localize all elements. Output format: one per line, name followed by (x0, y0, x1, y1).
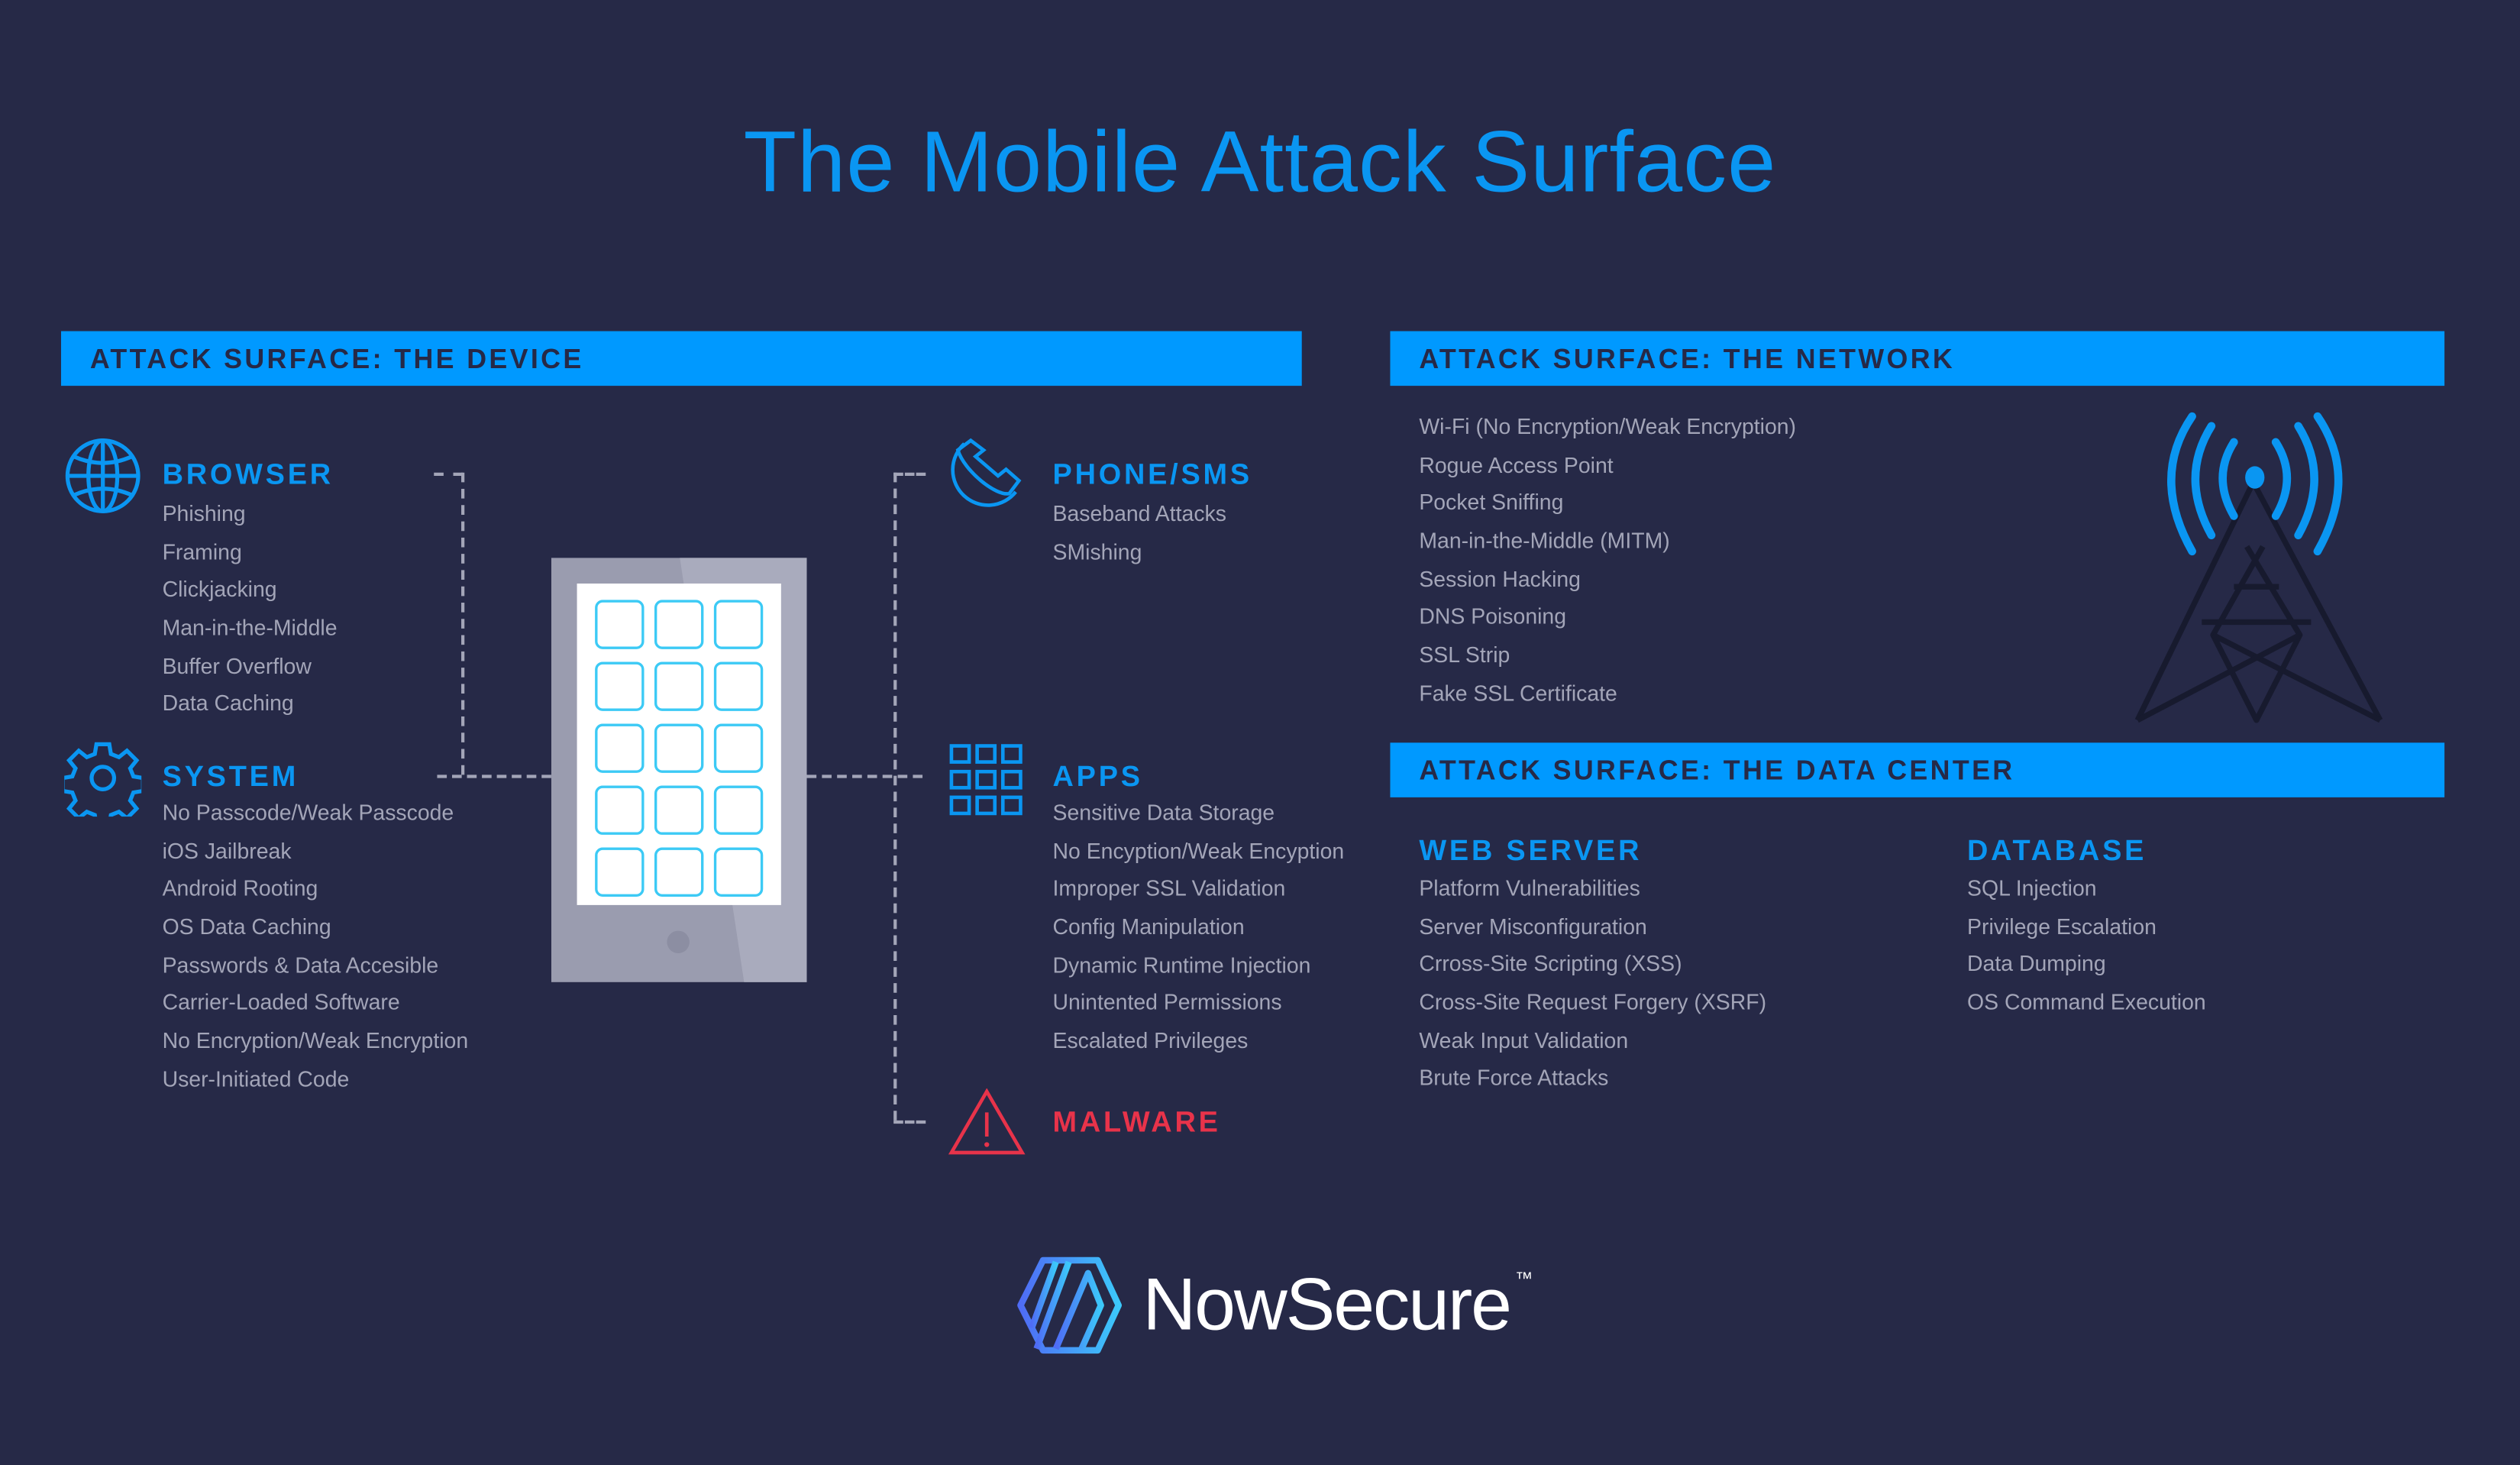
list-item: Android Rooting (162, 876, 318, 901)
list-item: SSL Strip (1419, 643, 1510, 668)
list-item: User-Initiated Code (162, 1067, 350, 1091)
apps-heading: APPS (1052, 760, 1143, 793)
globe-icon (65, 438, 141, 513)
list-item: Dynamic Runtime Injection (1052, 952, 1311, 978)
list-item: Wi-Fi (No Encryption/Weak Encryption) (1419, 414, 1797, 439)
list-item: Session Hacking (1419, 567, 1581, 591)
web-server-heading: WEB SERVER (1419, 834, 1643, 867)
list-item: Clickjacking (162, 577, 277, 602)
list-item: Man-in-the-Middle (MITM) (1419, 529, 1670, 554)
warning-icon (948, 1088, 1026, 1155)
datacenter-header: ATTACK SURFACE: THE DATA CENTER (1390, 742, 2445, 797)
connector-line (806, 775, 923, 778)
list-item: Data Caching (162, 691, 294, 716)
list-item: iOS Jailbreak (162, 838, 292, 863)
list-item: No Encryption/Weak Encryption (162, 1029, 469, 1053)
app-tile-icon (713, 600, 764, 649)
gear-icon (64, 742, 142, 817)
malware-heading: MALWARE (1052, 1105, 1221, 1139)
database-list: SQL Injection Privilege Escalation Data … (1967, 870, 2206, 1022)
list-item: Crross-Site Scripting (XSS) (1419, 952, 1682, 977)
list-item: Platform Vulnerabilities (1419, 876, 1640, 901)
list-item: Man-in-the-Middle (162, 616, 338, 640)
app-tile-icon (713, 847, 764, 897)
connector-line (893, 1120, 926, 1124)
app-tile-icon (654, 723, 704, 773)
system-heading: SYSTEM (162, 760, 299, 793)
network-header: ATTACK SURFACE: THE NETWORK (1390, 331, 2445, 386)
app-tile-icon (595, 847, 645, 897)
app-tile-icon (713, 785, 764, 835)
app-tile-icon (595, 661, 645, 711)
list-item: Pocket Sniffing (1419, 490, 1564, 516)
list-item: No Passcode/Weak Passcode (162, 800, 454, 825)
list-item: Fake SSL Certificate (1419, 681, 1617, 706)
list-item: Server Misconfiguration (1419, 914, 1647, 939)
list-item: Buffer Overflow (162, 654, 312, 678)
browser-heading: BROWSER (162, 458, 334, 490)
system-list: No Passcode/Weak Passcode iOS Jailbreak … (163, 794, 469, 1099)
phone-sms-list: Baseband Attacks SMishing (1053, 495, 1226, 571)
app-tile-icon (595, 600, 645, 649)
connector-line (893, 472, 897, 1121)
nowsecure-logo-icon (1017, 1256, 1123, 1354)
app-tile-icon (713, 723, 764, 773)
page-title: The Mobile Attack Surface (743, 114, 1777, 211)
list-item: Phishing (162, 501, 246, 526)
list-item: Weak Input Validation (1419, 1028, 1629, 1053)
list-item: Improper SSL Validation (1052, 876, 1286, 901)
brand-wordmark: NowSecure ™ (1142, 1259, 1533, 1349)
network-list: Wi-Fi (No Encryption/Weak Encryption) Ro… (1419, 409, 1796, 713)
list-item: Data Dumping (1967, 952, 2106, 977)
app-grid-icon (949, 744, 1023, 816)
list-item: OS Data Caching (162, 914, 331, 939)
list-item: Escalated Privileges (1052, 1029, 1249, 1053)
app-tile-icon (654, 847, 704, 897)
phone-sms-heading: PHONE/SMS (1052, 458, 1252, 490)
app-tile-icon (654, 600, 704, 649)
phone-icon (951, 438, 1022, 507)
app-tile-icon (713, 661, 764, 711)
list-item: SMishing (1052, 539, 1142, 564)
app-tile-icon (654, 785, 704, 835)
app-tile-icon (595, 723, 645, 773)
cell-tower-icon (2134, 412, 2383, 723)
list-item: Sensitive Data Storage (1052, 800, 1275, 825)
connector-line (434, 472, 464, 476)
connector-line (437, 775, 551, 778)
list-item: SQL Injection (1967, 876, 2097, 901)
connector-line (893, 472, 926, 476)
browser-list: Phishing Framing Clickjacking Man-in-the… (163, 495, 338, 723)
list-item: OS Command Execution (1967, 990, 2206, 1015)
device-header: ATTACK SURFACE: THE DEVICE (60, 331, 1302, 386)
database-heading: DATABASE (1967, 834, 2147, 867)
web-server-list: Platform Vulnerabilities Server Misconfi… (1419, 870, 1766, 1098)
app-tile-icon (654, 661, 704, 711)
list-item: Unintented Permissions (1052, 991, 1282, 1015)
list-item: DNS Poisoning (1419, 605, 1567, 629)
connector-line (461, 472, 465, 775)
list-item: Cross-Site Request Forgery (XSRF) (1419, 990, 1767, 1015)
app-tile-icon (595, 785, 645, 835)
list-item: Privilege Escalation (1967, 914, 2157, 939)
list-item: No Encyption/Weak Encyption (1052, 838, 1345, 863)
list-item: Brute Force Attacks (1419, 1066, 1609, 1091)
list-item: Carrier-Loaded Software (162, 991, 400, 1015)
list-item: Baseband Attacks (1052, 501, 1226, 526)
list-item: Rogue Access Point (1419, 452, 1614, 477)
brand-trademark: ™ (1515, 1269, 1533, 1289)
brand-name: NowSecure (1142, 1262, 1512, 1346)
list-item: Passwords & Data Accesible (162, 952, 439, 978)
apps-list: Sensitive Data Storage No Encyption/Weak… (1053, 794, 1345, 1061)
smartphone-illustration (551, 558, 807, 982)
list-item: Framing (162, 539, 242, 564)
list-item: Config Manipulation (1052, 914, 1245, 939)
